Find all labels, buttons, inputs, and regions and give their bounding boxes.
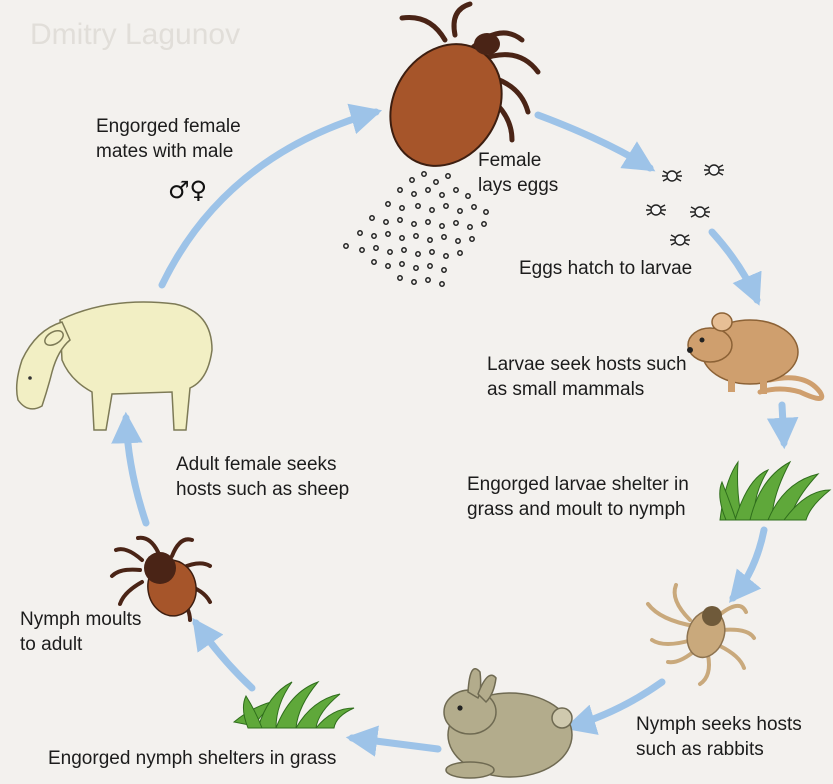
label-larvae-shelter-line2: grass and moult to nymph — [467, 497, 686, 522]
label-mates-line2: mates with male — [96, 139, 233, 164]
label-adult-seek-line2: hosts such as sheep — [176, 477, 349, 502]
label-nymph-seek-line1: Nymph seeks hosts — [636, 712, 802, 737]
sheep-icon — [17, 302, 212, 430]
rabbit-icon — [444, 669, 572, 778]
label-moult-line2: to adult — [20, 632, 82, 657]
arrow-female-to-eggs — [538, 115, 650, 168]
label-nymph-shelter: Engorged nymph shelters in grass — [48, 746, 336, 771]
label-nymph-seek-line2: such as rabbits — [636, 737, 764, 762]
label-larvae-seek-line2: as small mammals — [487, 377, 644, 402]
arrow-mouse-to-grass — [782, 405, 784, 443]
arrow-rabbit-to-grass — [352, 738, 438, 749]
label-moult-line1: Nymph moults — [20, 607, 141, 632]
label-lays-line2: lays eggs — [478, 173, 558, 198]
label-adult-seek-line1: Adult female seeks — [176, 452, 337, 477]
label-lays-line1: Female — [478, 148, 541, 173]
label-larvae-seek-line1: Larvae seek hosts such — [487, 352, 687, 377]
egg-cluster-icon — [344, 172, 488, 286]
label-mates-line1: Engorged female — [96, 114, 241, 139]
mouse-icon — [687, 313, 822, 399]
label-hatch: Eggs hatch to larvae — [519, 256, 692, 281]
arrow-nymph-tick-to-sheep — [126, 418, 146, 523]
nymph-tick-pale-icon — [648, 585, 754, 684]
watermark-text: Dmitry Lagunov — [30, 18, 240, 51]
label-larvae-shelter-line1: Engorged larvae shelter in — [467, 472, 689, 497]
arrow-grass-to-nymph — [733, 530, 764, 598]
cycle-arrows — [126, 112, 784, 749]
arrow-grass-to-nymph-tick — [196, 623, 252, 688]
grass-right-icon — [720, 462, 830, 520]
arrow-eggs-to-mouse — [712, 232, 757, 300]
male-female-symbols: ♂♀ — [168, 176, 207, 204]
